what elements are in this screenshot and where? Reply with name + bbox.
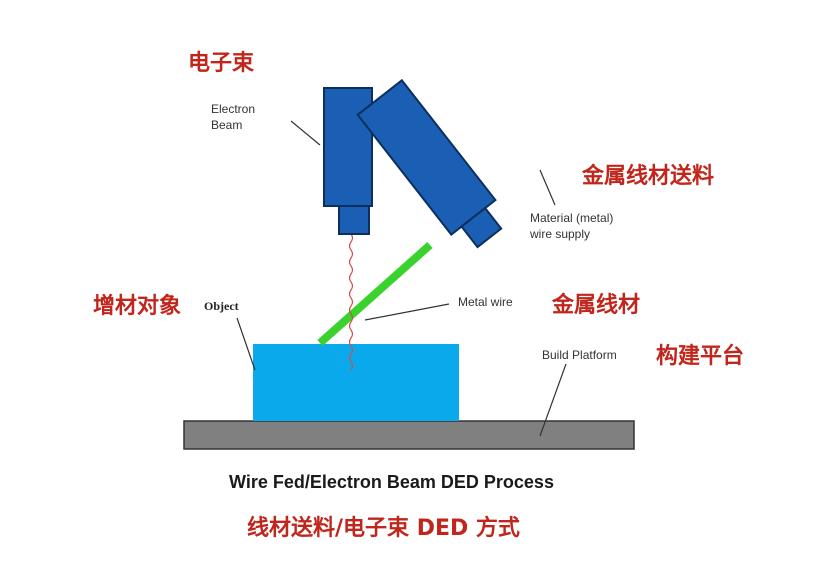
caption-en: Wire Fed/Electron Beam DED Process — [229, 472, 554, 492]
wire-supply-en-line1: Material (metal) — [530, 211, 614, 225]
wire-supply-cn-label: 金属线材送料 — [582, 164, 715, 189]
electron-beam-en-label: Electron Beam — [211, 101, 255, 133]
build-platform-cn-label: 构建平台 — [656, 344, 745, 369]
electron-beam — [348, 233, 354, 371]
wire-supply-en-line2: wire supply — [530, 227, 591, 241]
electron-beam-cn-label: 电子束 — [188, 51, 255, 76]
build-platform — [183, 420, 635, 450]
leader-wire-supply — [539, 169, 556, 206]
wire-feeder — [356, 78, 503, 249]
leader-build-platform — [539, 363, 567, 437]
object-cn-label: 增材对象 — [93, 294, 182, 319]
leader-electron-beam — [290, 120, 321, 146]
electron-beam-gun — [323, 87, 373, 235]
deposited-object — [253, 344, 459, 421]
metal-wire-en-label: Metal wire — [458, 295, 513, 309]
wire-supply-en-label: Material (metal) wire supply — [530, 210, 613, 242]
build-platform-en-label: Build Platform — [542, 348, 617, 362]
object-en-label: Object — [204, 299, 239, 313]
electron-beam-en-line1: Electron — [211, 102, 256, 116]
caption-cn: 线材送料/电子束 DED 方式 — [247, 516, 520, 541]
metal-wire-cn-label: 金属线材 — [552, 293, 641, 318]
leader-metal-wire — [364, 303, 450, 321]
leader-object — [236, 317, 256, 371]
metal-wire — [317, 242, 433, 346]
electron-beam-en-line2: Beam — [211, 118, 243, 132]
